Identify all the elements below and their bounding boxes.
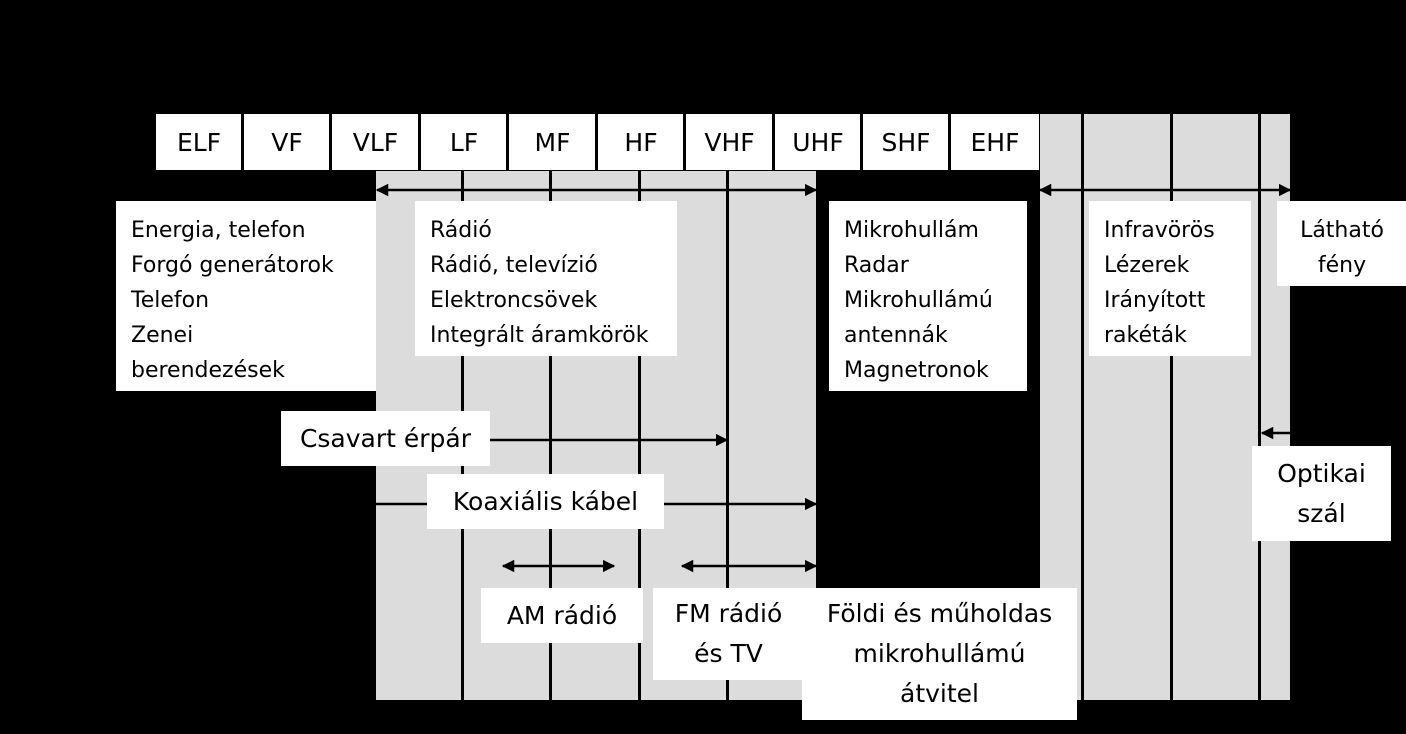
band-vhf: VHF [683, 114, 773, 170]
app-item: Rádió, televízió [430, 253, 598, 278]
band-vf: VF [241, 114, 330, 170]
app-item: antennák [844, 323, 948, 348]
app-item: Infravörös [1104, 218, 1215, 243]
band-ehf: EHF [948, 114, 1039, 170]
label-line: és TV [694, 639, 763, 668]
label-line: Optikai [1277, 458, 1366, 488]
app-item: Magnetronok [844, 358, 989, 383]
band-hf: HF [595, 114, 684, 170]
twisted-pair-label: Csavart érpár [281, 411, 490, 466]
label-line: mikrohullámú [853, 639, 1026, 668]
radio-applications: Rádió Rádió, televízió Elektroncsövek In… [415, 201, 677, 356]
app-item: Látható [1300, 218, 1384, 243]
low-frequency-applications: Energia, telefon Forgó generátorok Telef… [116, 201, 376, 391]
band-elf: ELF [153, 114, 242, 170]
visible-light-applications: Látható fény [1277, 201, 1406, 286]
infrared-applications: Infravörös Lézerek Irányított rakéták [1089, 201, 1251, 356]
label-line: átvitel [900, 679, 979, 708]
app-item: Elektroncsövek [430, 288, 598, 313]
app-item: Integrált áramkörök [430, 323, 649, 348]
app-item: Energia, telefon [131, 218, 306, 243]
app-item: Rádió [430, 218, 492, 243]
band-uhf: UHF [772, 114, 861, 170]
fm-tv-label: FM rádió és TV [653, 588, 804, 680]
app-item: Zenei [131, 323, 194, 348]
divider-line [1081, 114, 1084, 700]
app-item: Mikrohullámú [844, 288, 993, 313]
band-vlf: VLF [329, 114, 419, 170]
band-shf: SHF [860, 114, 949, 170]
app-item: berendezések [131, 358, 285, 383]
label-line: FM rádió [674, 599, 783, 628]
label-line: Földi és műholdas [826, 599, 1053, 628]
divider-line [638, 171, 641, 700]
app-item: Telefon [131, 288, 210, 313]
microwave-transmission-label: Földi és műholdas mikrohullámú átvitel [802, 588, 1077, 720]
divider-line [1170, 114, 1173, 700]
optical-fiber-label: Optikai szál [1252, 446, 1391, 541]
app-item: fény [1317, 253, 1367, 278]
microwave-applications: Mikrohullám Radar Mikrohullámú antennák … [829, 201, 1027, 391]
divider-line [549, 171, 552, 700]
app-item: Irányított [1104, 288, 1206, 313]
divider-line [1258, 114, 1261, 700]
band-lf: LF [418, 114, 507, 170]
app-item: Radar [844, 253, 909, 278]
label-line: szál [1297, 498, 1346, 528]
app-item: Mikrohullám [844, 218, 979, 243]
app-item: Forgó generátorok [131, 253, 334, 278]
app-item: Lézerek [1104, 253, 1190, 278]
am-radio-label: AM rádió [481, 588, 643, 643]
band-mf: MF [506, 114, 596, 170]
app-item: rakéták [1104, 323, 1187, 348]
coaxial-cable-label: Koaxiális kábel [427, 474, 664, 529]
